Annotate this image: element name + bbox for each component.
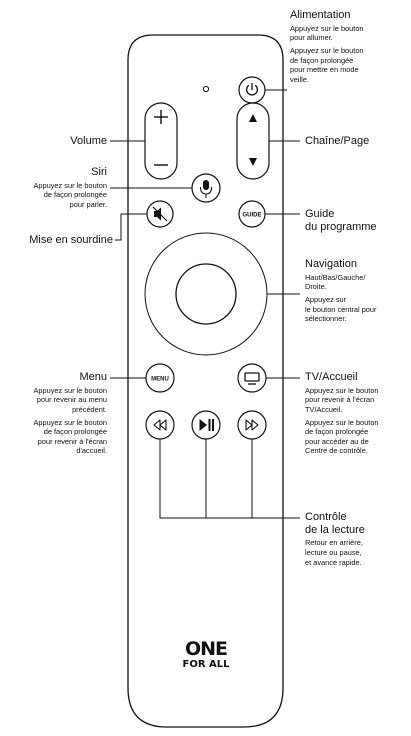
microphone-icon xyxy=(203,180,209,190)
power-desc-line: pour mettre en mode xyxy=(290,65,359,75)
navigation-ring[interactable] xyxy=(144,232,268,356)
navigation-title: Navigation xyxy=(305,258,357,270)
siri-desc-line: de façon prolongée xyxy=(43,190,107,200)
playback-title-line: Contrôle xyxy=(305,511,347,523)
arrow-up-icon xyxy=(249,114,257,122)
logo-line-one: ONE xyxy=(184,638,228,660)
power-title: Alimentation xyxy=(290,9,351,21)
menu-button[interactable]: MENU xyxy=(145,363,175,393)
navigation-label-group: Navigation Haut/Bas/Gauche/ Droite. Appu… xyxy=(305,258,411,324)
tv-home-button[interactable] xyxy=(237,363,267,393)
menu-desc-line: pour revenir à l'écran xyxy=(37,436,107,446)
menu-desc-line: Appuyez sur le bouton xyxy=(33,417,107,427)
rewind-icon xyxy=(153,419,167,431)
siri-button[interactable] xyxy=(191,173,221,203)
mute-button[interactable] xyxy=(146,200,174,228)
menu-desc-line: de façon prolongée xyxy=(43,427,107,437)
menu-desc-line: pour revenir au menu xyxy=(36,395,107,405)
navigation-desc-line: Haut/Bas/Gauche/ xyxy=(305,272,366,282)
menu-desc-line: d'accueil. xyxy=(76,446,107,456)
remote-body xyxy=(127,34,284,728)
rewind-button[interactable] xyxy=(145,410,175,440)
menu-desc-line: Appuyez sur le bouton xyxy=(33,385,107,395)
siri-label-group: Siri Appuyez sur le bouton de façon prol… xyxy=(0,166,107,210)
siri-desc-line: pour parler. xyxy=(69,199,107,209)
navigation-desc-line: sélectionner. xyxy=(305,314,347,324)
logo-line-for-all: FOR ALL xyxy=(182,659,230,670)
fast-forward-button[interactable] xyxy=(237,410,267,440)
tv-home-title: TV/Accueil xyxy=(305,371,358,383)
mute-title: Mise en sourdine xyxy=(29,234,113,246)
power-desc-line: Appuyez sur le bouton xyxy=(290,23,364,33)
callout-lines xyxy=(110,89,300,519)
tv-home-label-group: TV/Accueil Appuyez sur le bouton pour re… xyxy=(305,371,411,456)
tv-home-desc-line: pour accéder au de xyxy=(305,436,369,446)
power-label-group: Alimentation Appuyez sur le bouton pour … xyxy=(290,9,410,84)
channel-rocker[interactable] xyxy=(236,102,270,180)
guide-button[interactable]: GUIDE xyxy=(238,200,266,228)
tv-home-desc-line: de façon prolongée xyxy=(305,427,369,437)
one-for-all-logo: ONE FOR ALL xyxy=(176,638,236,671)
arrow-down-icon xyxy=(249,158,257,166)
menu-label-group: Menu Appuyez sur le bouton pour revenir … xyxy=(0,371,107,456)
tv-home-desc-line: Centre de contrôle. xyxy=(305,446,368,456)
power-desc-line: pour allumer. xyxy=(290,33,333,43)
fast-forward-icon xyxy=(245,419,259,431)
tv-home-desc-line: Appuyez sur le bouton xyxy=(305,417,379,427)
power-button[interactable] xyxy=(238,76,266,104)
power-desc-line: de façon prolongée xyxy=(290,55,354,65)
volume-title: Volume xyxy=(70,135,107,147)
tv-home-desc-line: TV/Accueil. xyxy=(305,404,343,414)
menu-desc-line: précédent. xyxy=(72,404,107,414)
guide-button-label: GUIDE xyxy=(242,213,261,219)
guide-label-group: Guide du programme xyxy=(305,208,377,233)
volume-rocker[interactable] xyxy=(144,102,178,180)
status-led xyxy=(202,85,210,93)
power-desc-line: Appuyez sur le bouton xyxy=(290,45,364,55)
play-pause-button[interactable] xyxy=(191,410,221,440)
play-pause-icon xyxy=(199,419,207,431)
playback-desc-line: et avance rapide. xyxy=(305,557,362,567)
siri-title: Siri xyxy=(91,166,107,178)
navigation-desc-line: le bouton central pour xyxy=(305,304,377,314)
playback-desc-line: lecture ou pause, xyxy=(305,547,362,557)
playback-desc-line: Retour en arrière, xyxy=(305,538,363,548)
callout-playback xyxy=(159,439,300,519)
power-desc-line: veille. xyxy=(290,74,309,84)
menu-title: Menu xyxy=(79,371,107,383)
mute-icon xyxy=(154,207,161,221)
tv-icon xyxy=(244,372,260,382)
tv-home-desc-line: Appuyez sur le bouton xyxy=(305,385,379,395)
channel-title: Chaîne/Page xyxy=(305,135,370,147)
guide-title-line: du programme xyxy=(305,220,377,233)
guide-title-line: Guide xyxy=(305,208,335,220)
callout-mute xyxy=(115,213,147,241)
tv-home-desc-line: pour revenir à l'écran xyxy=(305,395,375,405)
menu-button-label: MENU xyxy=(151,377,169,383)
siri-desc-line: Appuyez sur le bouton xyxy=(33,180,107,190)
playback-title-line: de la lecture xyxy=(305,523,365,536)
playback-label-group: Contrôle de la lecture Retour en arrière… xyxy=(305,511,411,567)
navigation-desc-line: Appuyez sur xyxy=(305,294,347,304)
navigation-desc-line: Droite. xyxy=(305,282,327,292)
select-button[interactable] xyxy=(175,263,237,325)
